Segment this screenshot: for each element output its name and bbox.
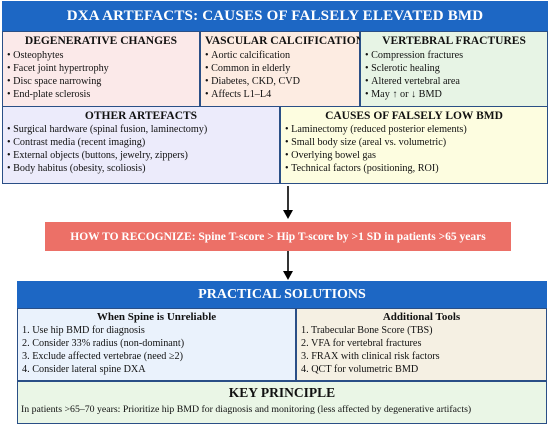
down-arrow-icon — [283, 251, 293, 280]
list-item: 1. Trabecular Bone Score (TBS) — [301, 325, 433, 336]
vascular-list: Aortic calcification Common in elderly D… — [205, 49, 355, 101]
title-banner: DXA ARTEFACTS: CAUSES OF FALSELY ELEVATE… — [2, 1, 548, 31]
list-item: Osteophytes — [7, 49, 195, 62]
list-item: Contrast media (recent imaging) — [7, 136, 275, 149]
page-title: DXA ARTEFACTS: CAUSES OF FALSELY ELEVATE… — [66, 7, 484, 24]
list-item: Disc space narrowing — [7, 75, 195, 88]
key-principle-box: KEY PRINCIPLE In patients >65–70 years: … — [17, 381, 547, 424]
spine-unreliable-list: 1. Use hip BMD for diagnosis 2. Consider… — [22, 324, 291, 376]
list-item: 3. FRAX with clinical risk factors — [301, 351, 440, 362]
list-item: Common in elderly — [205, 62, 355, 75]
key-principle-title: KEY PRINCIPLE — [228, 385, 336, 400]
vascular-heading: VASCULAR CALCIFICATION — [205, 35, 365, 47]
additional-tools-box: Additional Tools 1. Trabecular Bone Scor… — [296, 308, 547, 381]
list-item: Aortic calcification — [205, 49, 355, 62]
degenerative-heading: DEGENERATIVE CHANGES — [24, 35, 178, 47]
practical-solutions-banner: PRACTICAL SOLUTIONS — [17, 281, 547, 308]
down-arrow-icon — [283, 186, 293, 219]
list-item: Body habitus (obesity, scoliosis) — [7, 162, 275, 175]
list-item: Facet joint hypertrophy — [7, 62, 195, 75]
additional-tools-heading: Additional Tools — [382, 311, 461, 323]
how-to-recognize-banner: HOW TO RECOGNIZE: Spine T-score > Hip T-… — [45, 222, 511, 251]
degenerative-list: Osteophytes Facet joint hypertrophy Disc… — [7, 49, 195, 101]
list-item: Altered vertebral area — [365, 75, 543, 88]
other-artefacts-heading: OTHER ARTEFACTS — [84, 110, 198, 122]
key-principle-text: In patients >65–70 years: Prioritize hip… — [21, 404, 472, 415]
list-item: 1. Use hip BMD for diagnosis — [22, 325, 145, 336]
list-item: 3. Exclude affected vertebrae (need ≥2) — [22, 351, 183, 362]
list-item: Overlying bowel gas — [285, 149, 543, 162]
list-item: End-plate sclerosis — [7, 88, 195, 101]
fractures-list: Compression fractures Sclerotic healing … — [365, 49, 543, 101]
list-item: Diabetes, CKD, CVD — [205, 75, 355, 88]
list-item: May ↑ or ↓ BMD — [365, 88, 543, 101]
spine-unreliable-box: When Spine is Unreliable 1. Use hip BMD … — [17, 308, 296, 381]
list-item: Surgical hardware (spinal fusion, lamine… — [7, 123, 275, 136]
practical-solutions-title: PRACTICAL SOLUTIONS — [198, 286, 366, 302]
additional-tools-list: 1. Trabecular Bone Score (TBS) 2. VFA fo… — [301, 324, 542, 376]
list-item: 4. Consider lateral spine DXA — [22, 364, 146, 375]
other-artefacts-box: OTHER ARTEFACTS Surgical hardware (spina… — [2, 106, 280, 184]
list-item: Affects L1–L4 — [205, 88, 355, 101]
list-item: 2. VFA for vertebral fractures — [301, 338, 422, 349]
how-to-recognize-text: HOW TO RECOGNIZE: Spine T-score > Hip T-… — [70, 230, 486, 243]
list-item: Small body size (areal vs. volumetric) — [285, 136, 543, 149]
falsely-low-box: CAUSES OF FALSELY LOW BMD Laminectomy (r… — [280, 106, 548, 184]
list-item: Technical factors (positioning, ROI) — [285, 162, 543, 175]
other-artefacts-list: Surgical hardware (spinal fusion, lamine… — [7, 123, 275, 175]
list-item: Sclerotic healing — [365, 62, 543, 75]
list-item: Compression fractures — [365, 49, 543, 62]
falsely-low-heading: CAUSES OF FALSELY LOW BMD — [325, 110, 503, 122]
list-item: 2. Consider 33% radius (non-dominant) — [22, 338, 185, 349]
list-item: 4. QCT for volumetric BMD — [301, 364, 419, 375]
list-item: External objects (buttons, jewelry, zipp… — [7, 149, 275, 162]
list-item: Laminectomy (reduced posterior elements) — [285, 123, 543, 136]
falsely-low-list: Laminectomy (reduced posterior elements)… — [285, 123, 543, 175]
fractures-heading: VERTEBRAL FRACTURES — [382, 35, 526, 47]
spine-unreliable-heading: When Spine is Unreliable — [96, 311, 217, 323]
